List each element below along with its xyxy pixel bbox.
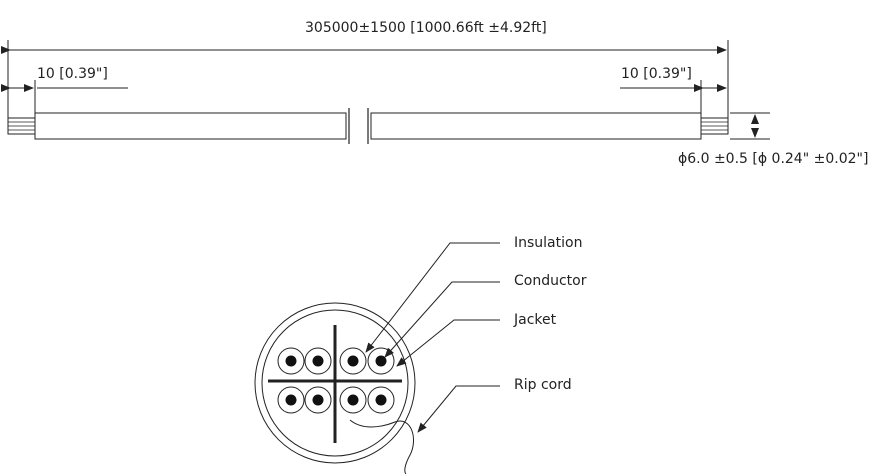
callout-conductor: Conductor bbox=[514, 273, 587, 289]
diameter-label: ϕ6.0 ±0.5 [ϕ 0.24" ±0.02"] bbox=[678, 151, 869, 167]
conductor-pair-top-right bbox=[339, 347, 395, 375]
conductor-pair-bottom-left bbox=[277, 386, 332, 414]
callout-leaders bbox=[365, 242, 500, 433]
callout-jacket: Jacket bbox=[514, 312, 557, 328]
overall-length-dimension bbox=[1, 40, 729, 118]
left-strip-label: 10 [0.39"] bbox=[37, 66, 108, 82]
conductor-pair-bottom-right bbox=[339, 386, 395, 414]
right-strip-label: 10 [0.39"] bbox=[621, 66, 692, 82]
callout-insulation: Insulation bbox=[514, 235, 583, 251]
overall-length-label: 305000±1500 [1000.66ft ±4.92ft] bbox=[305, 20, 547, 36]
callout-rip-cord: Rip cord bbox=[514, 377, 572, 393]
conductor-pair-top-left bbox=[277, 347, 332, 375]
cable-side-view bbox=[7, 108, 729, 144]
diameter-dimension bbox=[730, 112, 770, 140]
cable-cross-section bbox=[254, 302, 416, 474]
rip-cord bbox=[349, 419, 414, 474]
